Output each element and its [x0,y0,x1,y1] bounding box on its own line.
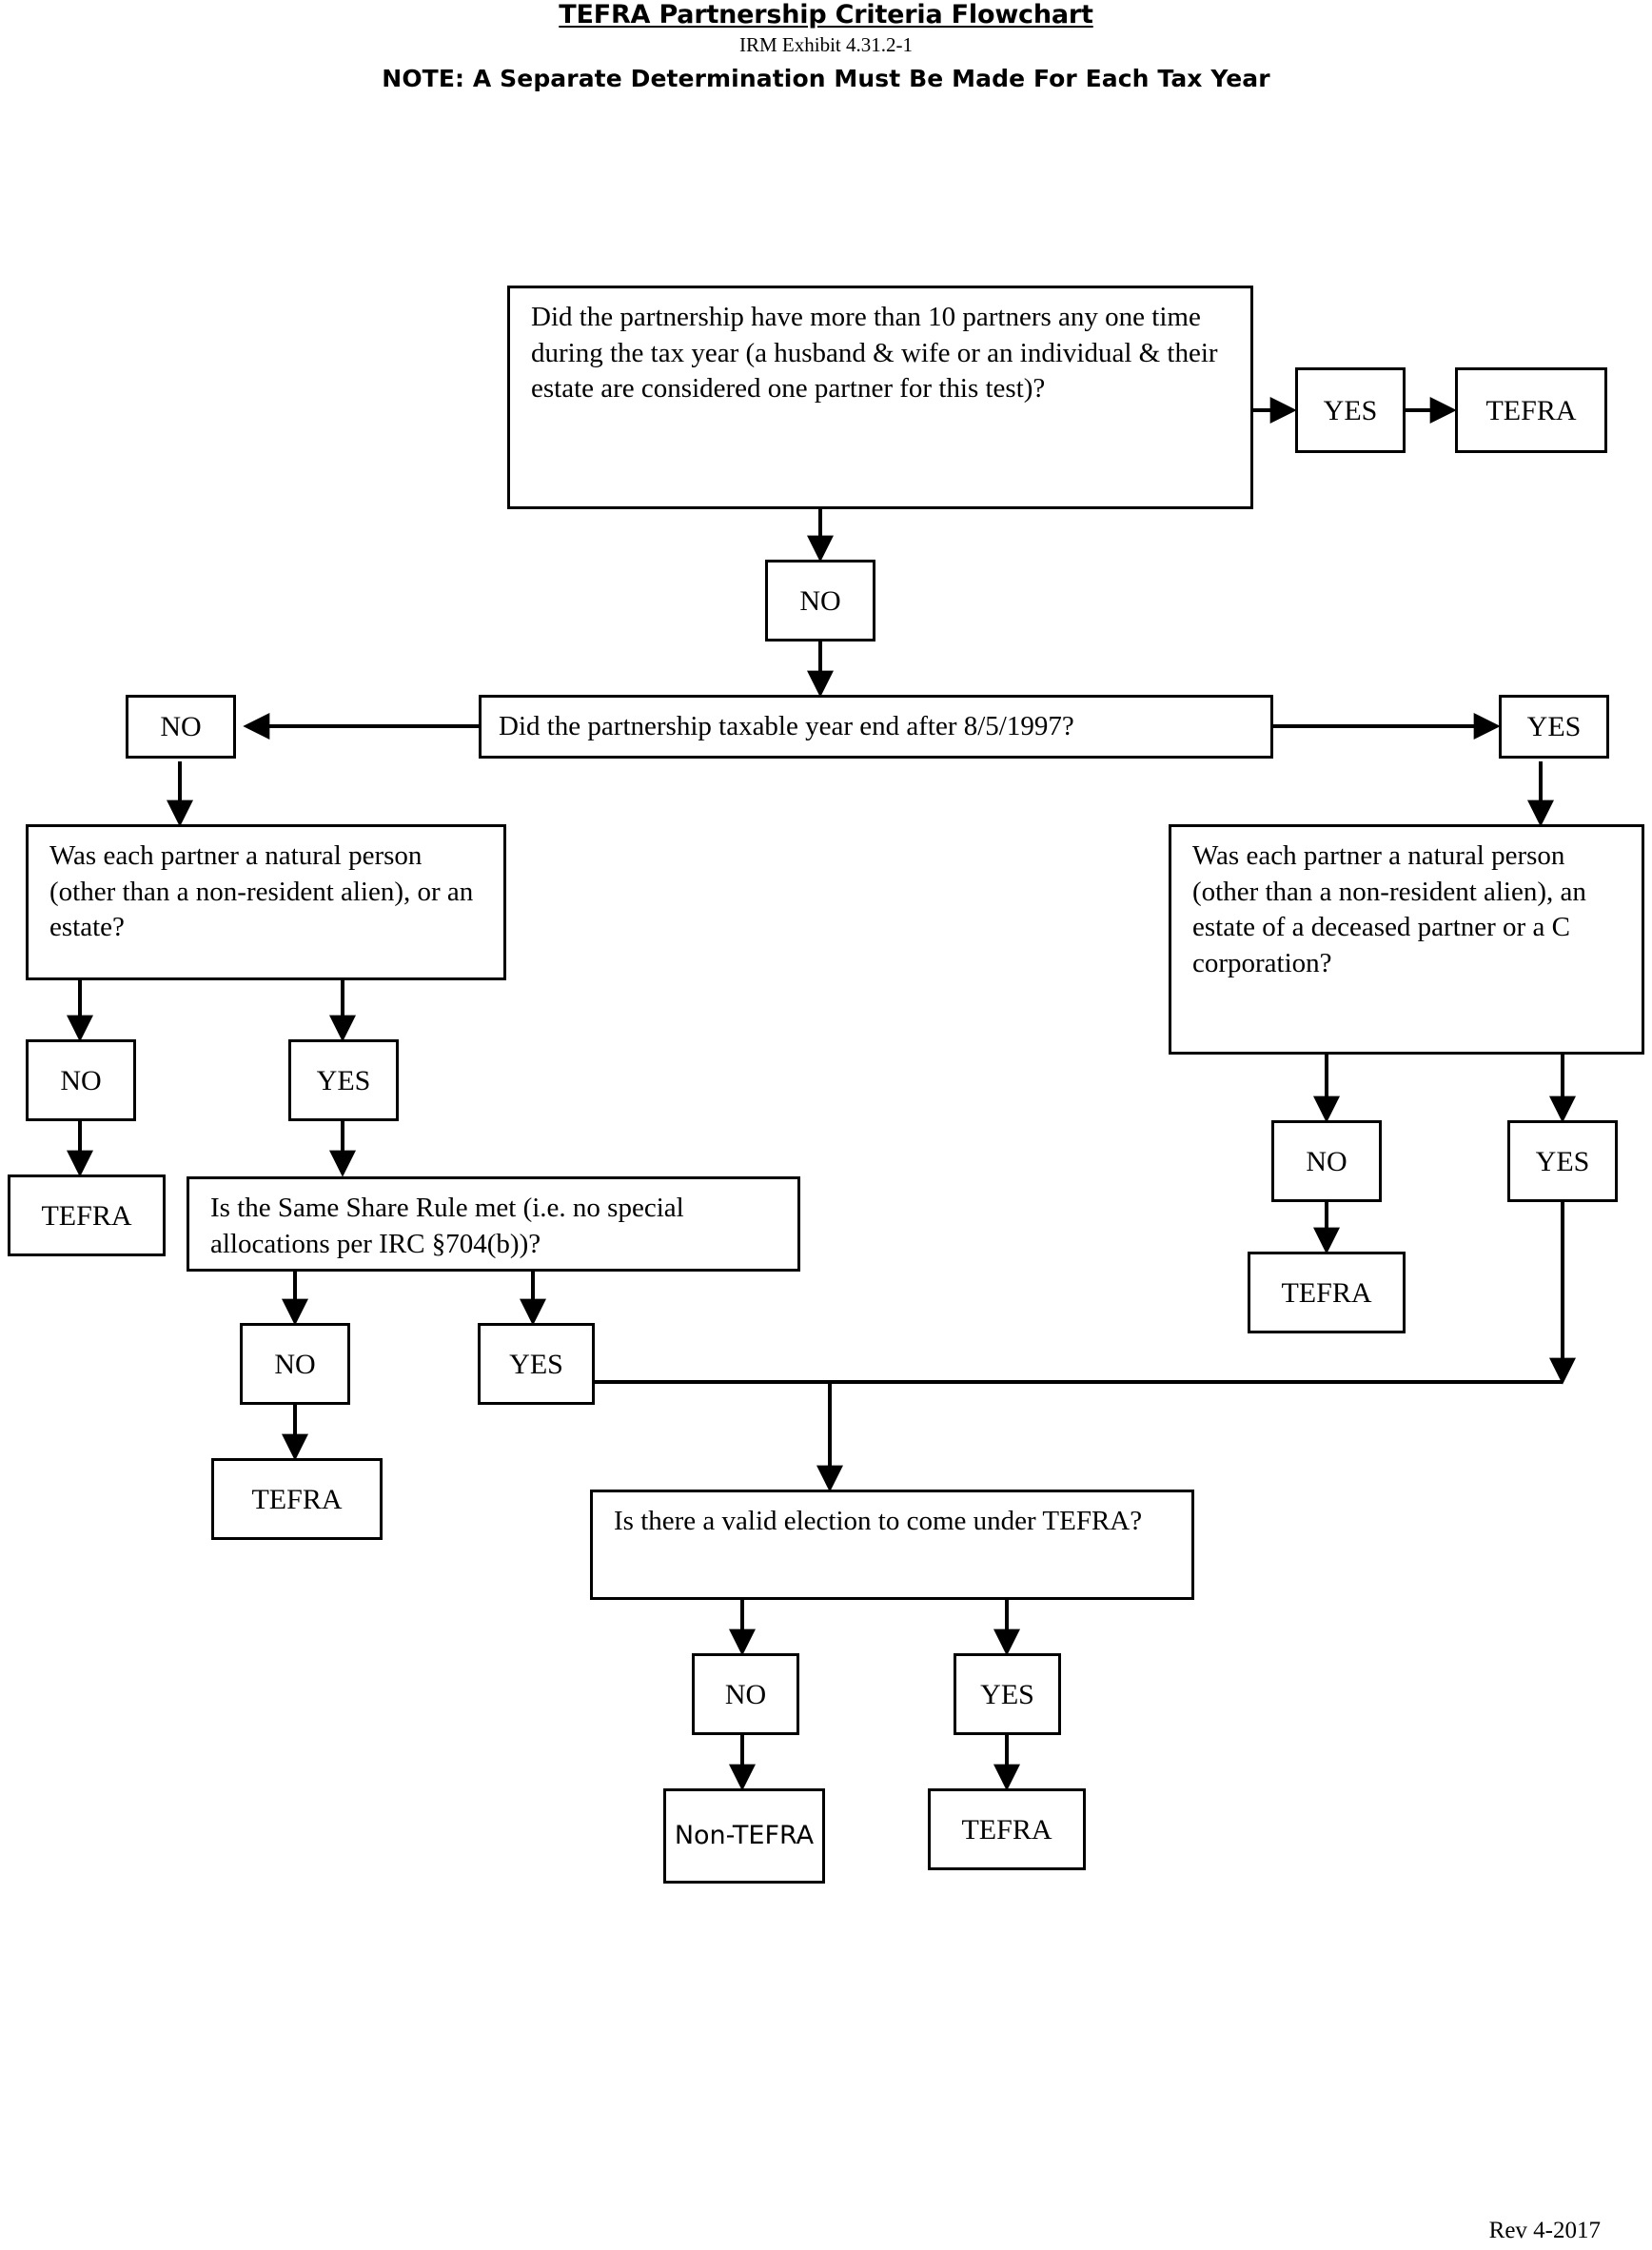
node-q5-no-nontefra[interactable]: Non-TEFRA [663,1788,825,1884]
node-q1-no-label: NO [799,584,841,617]
node-q1-yes-tefra[interactable]: TEFRA [1455,367,1607,453]
node-q3-right-no-label: NO [1306,1145,1347,1177]
node-q1-text-box[interactable]: Did the partnership have more than 10 pa… [507,286,1253,509]
node-q5-yes-tefra-label: TEFRA [961,1813,1052,1845]
node-q1-no[interactable]: NO [765,560,875,641]
node-q3-right-yes-label: YES [1535,1145,1590,1177]
node-q2-yes-label: YES [1526,711,1582,742]
node-q2-yes[interactable]: YES [1499,695,1609,759]
node-q5-yes-tefra[interactable]: TEFRA [928,1788,1086,1870]
node-q5-no-nontefra-label: Non-TEFRA [674,1820,815,1850]
node-q2-label: Did the partnership taxable year end aft… [499,710,1074,741]
node-q4-yes[interactable]: YES [478,1323,595,1405]
node-q3-right-yes[interactable]: YES [1507,1120,1618,1202]
page-header: TEFRA Partnership Criteria Flowchart IRM… [0,0,1652,92]
node-q5-yes-label: YES [980,1678,1034,1710]
node-q2-no[interactable]: NO [126,695,236,759]
node-q5-no-label: NO [724,1678,767,1710]
node-q3-left-no-tefra-label: TEFRA [41,1199,132,1232]
page-title: TEFRA Partnership Criteria Flowchart [559,0,1093,30]
node-q2-taxable-year-end[interactable]: Did the partnership taxable year end aft… [479,695,1273,759]
node-q2-no-label: NO [160,711,202,742]
node-q3-right-natural-person-c-corp[interactable]: Was each partner a natural person (other… [1169,824,1644,1055]
node-q4-no-tefra[interactable]: TEFRA [211,1458,383,1540]
node-q3-right-no-tefra-label: TEFRA [1281,1276,1372,1309]
page-note: NOTE: A Separate Determination Must Be M… [382,64,1270,92]
node-q4-label: Is the Same Share Rule met (i.e. no spec… [210,1193,684,1259]
revision-footer: Rev 4-2017 [1488,2218,1601,2243]
page-subtitle: IRM Exhibit 4.31.2-1 [739,33,913,57]
node-q3-right-no-tefra[interactable]: TEFRA [1248,1252,1406,1333]
node-q5-yes[interactable]: YES [954,1653,1061,1735]
node-q1-label: Did the partnership have more than 10 pa… [531,302,1218,405]
node-q5-label: Is there a valid election to come under … [614,1506,1143,1536]
node-q3-left-yes[interactable]: YES [288,1039,399,1121]
edge-q4yes-to-q5 [595,1380,843,1492]
node-q3-left-label: Was each partner a natural person (other… [49,840,474,943]
node-q3-right-no[interactable]: NO [1271,1120,1382,1202]
node-q5-valid-election[interactable]: Is there a valid election to come under … [590,1490,1194,1600]
node-q3-left-no-tefra[interactable]: TEFRA [8,1174,166,1256]
node-q3-left-natural-person-estate[interactable]: Was each partner a natural person (other… [26,824,506,980]
node-q4-no-tefra-label: TEFRA [251,1483,343,1515]
node-q4-yes-label: YES [509,1348,563,1380]
node-q1-yes[interactable]: YES [1295,367,1406,453]
node-q3-left-yes-label: YES [316,1064,371,1096]
node-q4-same-share-rule[interactable]: Is the Same Share Rule met (i.e. no spec… [187,1176,800,1272]
node-q3-left-no-label: NO [60,1064,102,1096]
node-q4-no[interactable]: NO [240,1323,350,1405]
node-q3-right-label: Was each partner a natural person (other… [1192,840,1586,979]
node-q1-yes-label: YES [1323,394,1378,426]
node-q4-no-label: NO [274,1348,316,1380]
node-q5-no[interactable]: NO [692,1653,799,1735]
node-q1-yes-tefra-label: TEFRA [1485,394,1577,426]
node-q3-left-no[interactable]: NO [26,1039,136,1121]
